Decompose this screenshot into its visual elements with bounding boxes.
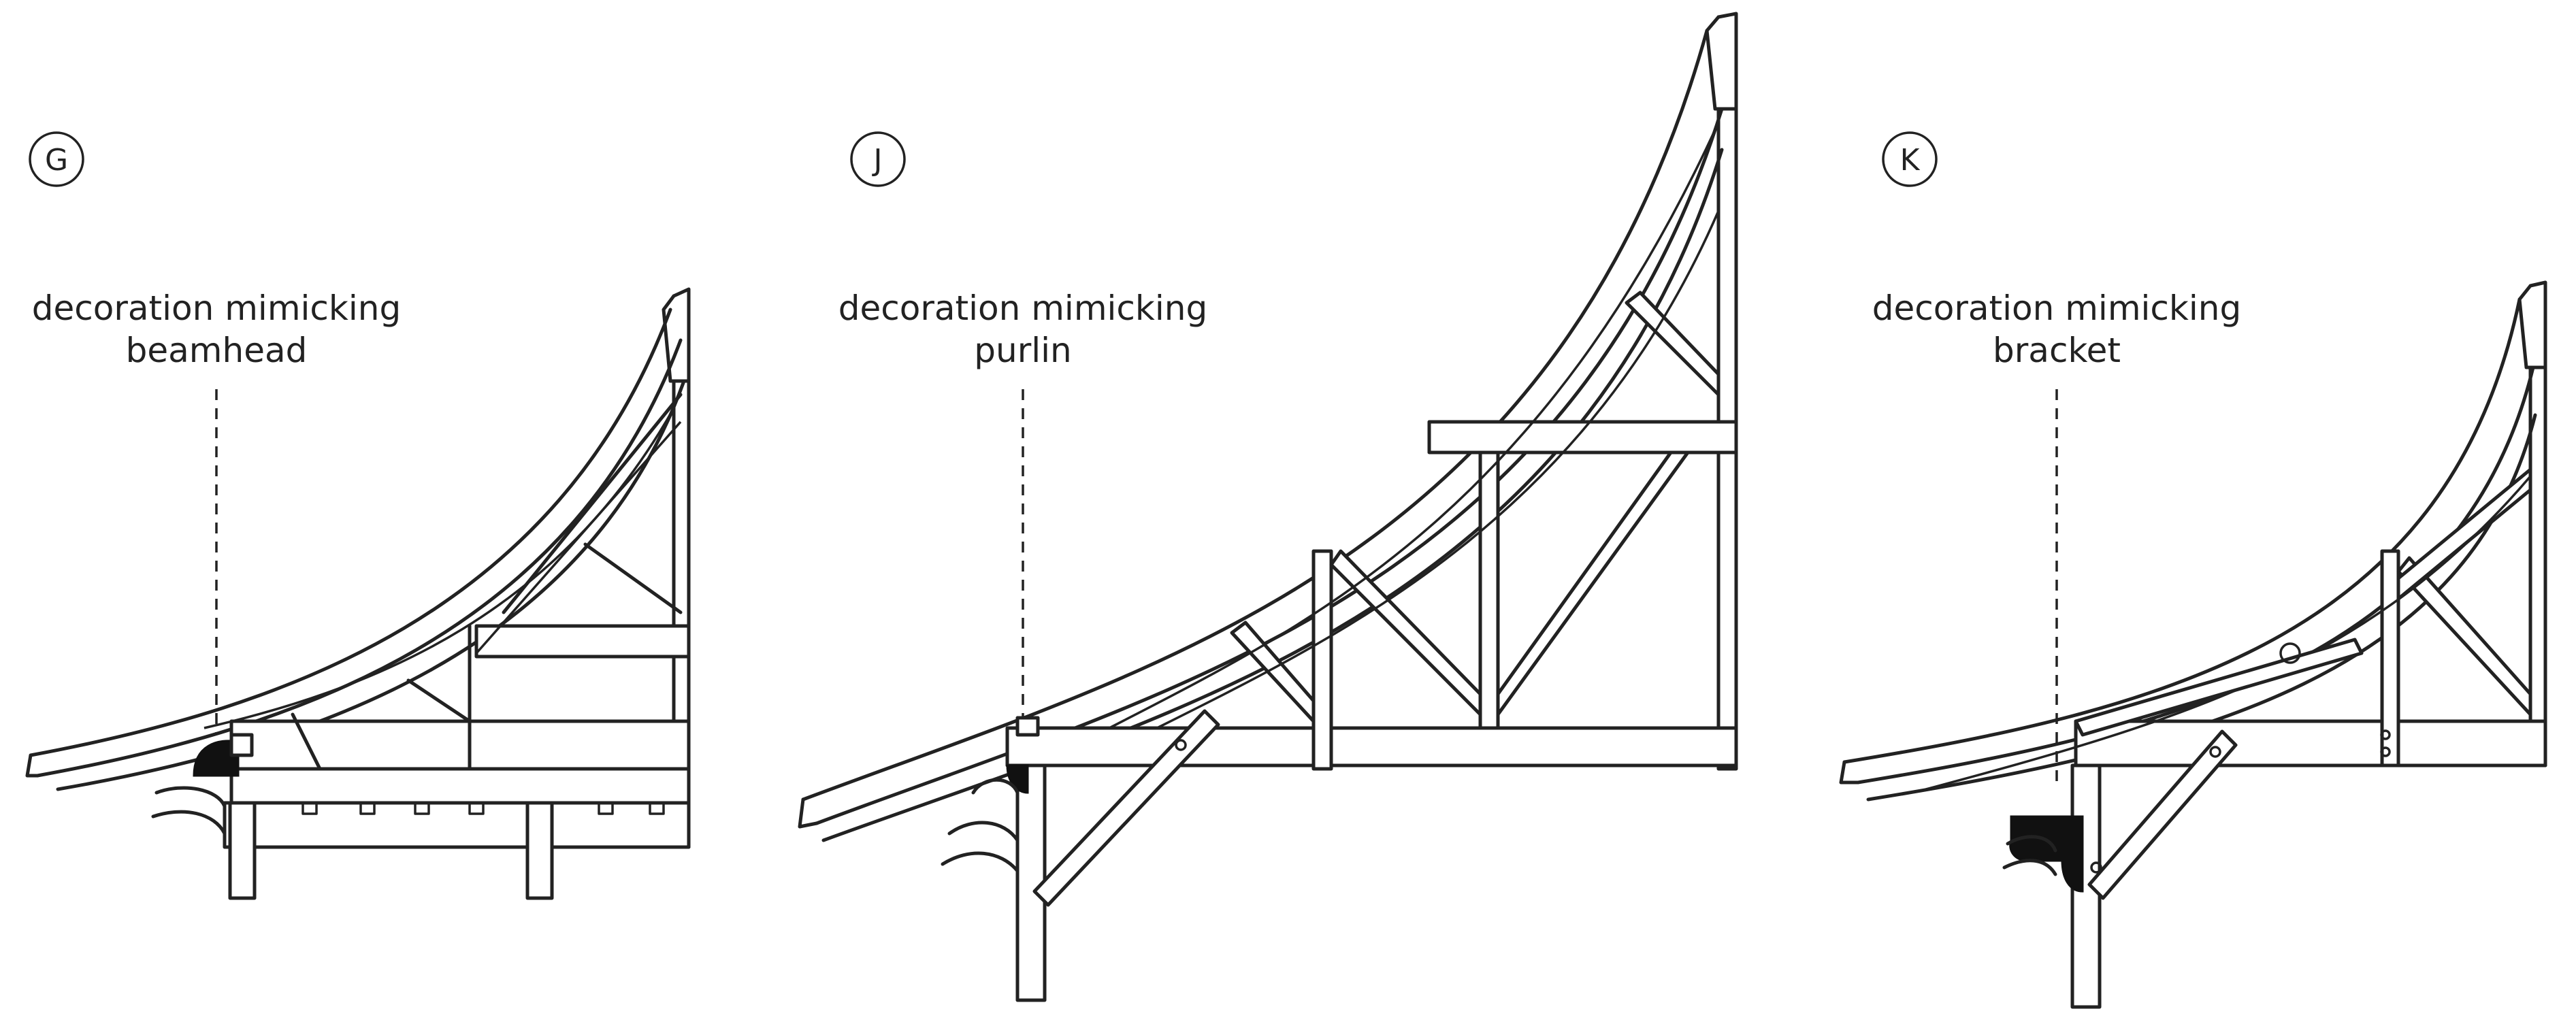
panel-j-rafter bbox=[1109, 122, 1720, 729]
panel-g-strut-d bbox=[583, 542, 683, 614]
panel-g-label-line2: beamhead bbox=[126, 331, 308, 370]
panel-j-eave-lip bbox=[798, 797, 819, 829]
panel-g-scroll-lower bbox=[151, 810, 227, 836]
panel-j-scroll-top bbox=[971, 778, 1020, 795]
panel-j-king-post bbox=[1478, 450, 1500, 730]
panel-j: J decoration mimicking purlin bbox=[798, 12, 1738, 1002]
panel-g-scroll-upper bbox=[154, 786, 227, 808]
panel-g-strut-f bbox=[475, 420, 682, 655]
panel-j-purlin-decoration bbox=[1006, 764, 1029, 794]
panel-j-rafter-inner bbox=[1156, 210, 1720, 729]
panel-g-roof-outer bbox=[29, 308, 672, 757]
panel-g-badge-text: G bbox=[45, 143, 68, 178]
panel-k-label-line1: decoration mimicking bbox=[1872, 288, 2241, 328]
panel-j-tie-beam bbox=[1005, 726, 1738, 767]
panel-j-upper-beam bbox=[1427, 420, 1738, 455]
panel-g: G decoration mimicking beamhead bbox=[25, 131, 691, 900]
panel-g-roof-structure bbox=[25, 287, 691, 900]
panel-k-peg-b bbox=[2380, 746, 2391, 757]
panel-j-badge-text: J bbox=[872, 143, 883, 178]
panel-g-beamhead-block bbox=[229, 733, 254, 757]
panel-j-badge-circle bbox=[850, 131, 906, 187]
panel-j-roof-structure bbox=[798, 12, 1738, 1002]
panel-j-purlin-block bbox=[1015, 716, 1040, 737]
panel-g-roof-tile bbox=[35, 338, 683, 778]
panel-k-knee-brace bbox=[2087, 729, 2238, 900]
panel-j-scroll-low bbox=[941, 851, 1020, 873]
panel-g-joist-2 bbox=[359, 802, 376, 815]
panel-j-label-line2: purlin bbox=[974, 331, 1071, 370]
panel-k-peg-d bbox=[2090, 861, 2102, 874]
panel-k-scroll-top bbox=[2006, 835, 2057, 853]
panel-g-inner-post bbox=[525, 801, 554, 900]
panel-j-mid-post bbox=[1311, 549, 1333, 771]
panel-j-roof-outer bbox=[801, 29, 1709, 802]
panel-g-joist-3 bbox=[414, 802, 430, 815]
panel-k-bracket-decoration bbox=[2009, 815, 2084, 893]
panel-k-eave-lip bbox=[1839, 760, 1860, 784]
panel-k-tie-beam bbox=[2074, 719, 2547, 767]
panel-g-joist-1 bbox=[301, 802, 318, 815]
panel-k-purlin-end bbox=[2279, 642, 2301, 664]
panel-j-eave-post bbox=[1015, 763, 1047, 1002]
panel-k-label-line2: bracket bbox=[1993, 331, 2121, 370]
panel-g-joist-6 bbox=[649, 802, 665, 815]
panel-g-upper-beam bbox=[474, 624, 691, 659]
panel-j-brace-a bbox=[1329, 549, 1482, 716]
panel-j-ridge-cap bbox=[1705, 12, 1738, 111]
panel-g-strut-e bbox=[502, 393, 683, 614]
panel-j-brace-d bbox=[1230, 621, 1316, 723]
panel-j-peg bbox=[1175, 739, 1187, 751]
panel-g-joist-4 bbox=[468, 802, 485, 815]
panel-g-strut-c bbox=[406, 678, 472, 723]
panel-g-lower-beam bbox=[229, 767, 691, 805]
panel-g-badge: G bbox=[29, 131, 84, 187]
panel-j-back-post bbox=[1716, 15, 1738, 771]
panel-g-joist-5 bbox=[598, 802, 614, 815]
panel-g-strut-b bbox=[291, 712, 322, 771]
panel-k: K decoration mimicking bracket bbox=[1839, 131, 2547, 1009]
panel-g-eave-post bbox=[228, 801, 257, 900]
panel-j-brace-c bbox=[1625, 291, 1721, 397]
panel-g-eave-lip bbox=[25, 753, 39, 778]
panel-g-badge-circle bbox=[29, 131, 84, 187]
panel-g-label-line1: decoration mimicking bbox=[32, 288, 401, 328]
panel-k-peg-a bbox=[2380, 729, 2391, 740]
panel-k-badge-circle bbox=[1882, 131, 1938, 187]
panel-k-brace-a bbox=[2396, 556, 2532, 716]
panel-k-badge-text: K bbox=[1900, 143, 1921, 178]
panel-g-rafter bbox=[203, 408, 675, 729]
panel-k-roof-structure bbox=[1839, 280, 2547, 1009]
panel-k-brace-b bbox=[2396, 467, 2532, 601]
panel-k-scroll-low bbox=[2002, 859, 2057, 876]
panel-j-brace-b bbox=[1496, 450, 1690, 716]
panel-k-roof-outer bbox=[1842, 297, 2522, 764]
panel-j-badge: J bbox=[850, 131, 906, 187]
panel-g-roof-board bbox=[56, 379, 686, 791]
panel-k-peg-c bbox=[2209, 746, 2221, 758]
panel-j-roof-tile bbox=[815, 107, 1724, 825]
panel-k-ridge-cap bbox=[2517, 280, 2547, 369]
panel-g-ridge-cap bbox=[662, 287, 691, 383]
panel-g-base-beam bbox=[223, 801, 691, 849]
panel-k-badge: K bbox=[1882, 131, 1938, 187]
panel-j-label-line1: decoration mimicking bbox=[838, 288, 1207, 328]
panel-j-knee-brace bbox=[1032, 709, 1220, 907]
panel-j-scroll-mid bbox=[947, 821, 1020, 842]
